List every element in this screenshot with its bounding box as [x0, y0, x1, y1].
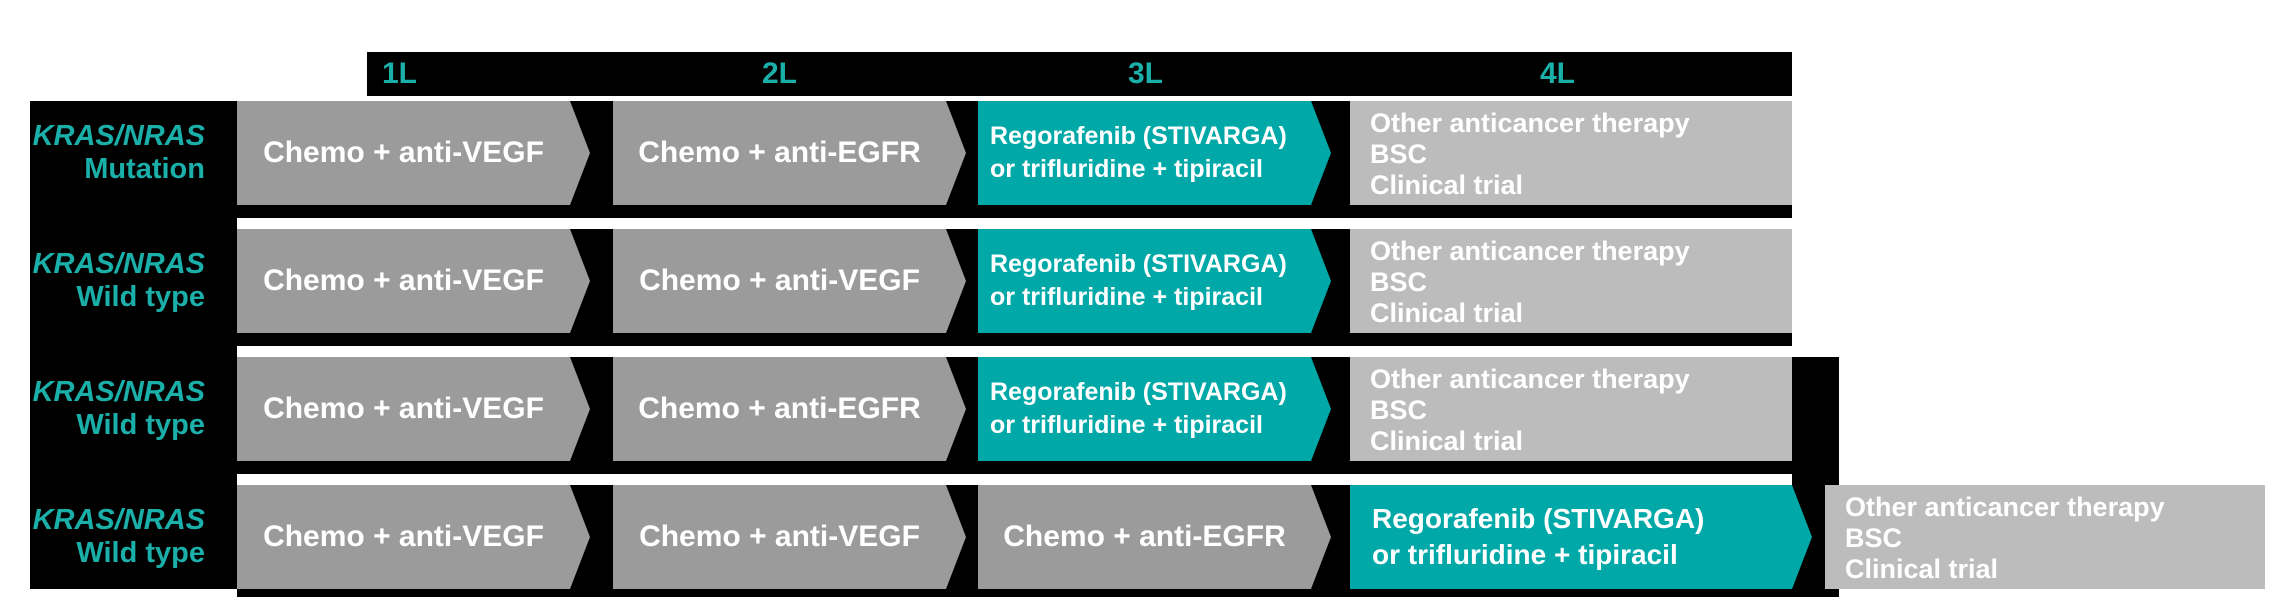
- therapy-box-3l: Regorafenib (STIVARGA) or trifluridine +…: [978, 357, 1331, 461]
- therapy-box-2l: Chemo + anti-VEGF: [613, 229, 966, 333]
- status-label: Wild type: [76, 409, 205, 441]
- therapy-box-3l: Regorafenib (STIVARGA) or trifluridine +…: [978, 229, 1331, 333]
- therapy-box-1l: Chemo + anti-VEGF: [237, 357, 590, 461]
- therapy-box-2l: Chemo + anti-VEGF: [613, 485, 966, 589]
- therapy-box-4l: Other anticancer therapy BSC Clinical tr…: [1350, 101, 1792, 205]
- therapy-box-1l: Chemo + anti-VEGF: [237, 229, 590, 333]
- therapy-box-1l: Chemo + anti-VEGF: [237, 101, 590, 205]
- therapy-label: Chemo + anti-EGFR: [638, 392, 921, 425]
- therapy-box-1l: Chemo + anti-VEGF: [237, 485, 590, 589]
- mutation-status-column-background: [30, 101, 237, 589]
- therapy-box-2l: Chemo + anti-EGFR: [613, 357, 966, 461]
- gene-label: KRAS/NRAS: [32, 120, 205, 152]
- therapy-box-4l: Regorafenib (STIVARGA) or trifluridine +…: [1350, 485, 1812, 589]
- therapy-box-2l: Chemo + anti-EGFR: [613, 101, 966, 205]
- therapy-label: Chemo + anti-VEGF: [639, 520, 920, 553]
- therapy-label: Chemo + anti-EGFR: [1003, 520, 1286, 553]
- therapy-label-line3: Clinical trial: [1370, 298, 1524, 328]
- therapy-label: Chemo + anti-VEGF: [639, 264, 920, 297]
- column-header-4l: 4L: [1540, 57, 1576, 90]
- row-label-wild-type: KRAS/NRAS Wild type: [30, 376, 205, 442]
- therapy-label-line1: Other anticancer therapy: [1370, 236, 1690, 266]
- therapy-label-line1: Regorafenib (STIVARGA): [1372, 503, 1705, 534]
- therapy-label-line1: Regorafenib (STIVARGA): [990, 122, 1287, 150]
- therapy-label-line3: Clinical trial: [1845, 554, 1999, 584]
- column-header-1l: 1L: [382, 57, 418, 90]
- column-header-2l: 2L: [762, 57, 798, 90]
- therapy-label: Chemo + anti-VEGF: [263, 136, 544, 169]
- therapy-label: Chemo + anti-VEGF: [263, 520, 544, 553]
- row-label-mutation: KRAS/NRAS Mutation: [30, 120, 205, 186]
- therapy-label-line2: BSC: [1370, 395, 1428, 425]
- gene-label: KRAS/NRAS: [32, 504, 205, 536]
- therapy-box-3l: Chemo + anti-EGFR: [978, 485, 1331, 589]
- gene-label: KRAS/NRAS: [32, 376, 205, 408]
- therapy-label: Chemo + anti-VEGF: [263, 264, 544, 297]
- status-label: Mutation: [84, 153, 205, 185]
- therapy-label-line1: Other anticancer therapy: [1370, 108, 1690, 138]
- therapy-box-4l: Other anticancer therapy BSC Clinical tr…: [1350, 357, 1792, 461]
- therapy-label-line1: Other anticancer therapy: [1370, 364, 1690, 394]
- therapy-label-line1: Other anticancer therapy: [1845, 492, 2165, 522]
- line-header-band: [367, 52, 1792, 96]
- therapy-label: Chemo + anti-VEGF: [263, 392, 544, 425]
- row-label-wild-type: KRAS/NRAS Wild type: [30, 248, 205, 314]
- therapy-box-3l: Regorafenib (STIVARGA) or trifluridine +…: [978, 101, 1331, 205]
- therapy-label-line2: BSC: [1845, 523, 1903, 553]
- therapy-label-line3: Clinical trial: [1370, 170, 1524, 200]
- row-label-wild-type: KRAS/NRAS Wild type: [30, 504, 205, 570]
- therapy-label: Chemo + anti-EGFR: [638, 136, 921, 169]
- therapy-label-line2: BSC: [1370, 267, 1428, 297]
- therapy-label-line3: Clinical trial: [1370, 426, 1524, 456]
- column-header-3l: 3L: [1128, 57, 1164, 90]
- status-label: Wild type: [76, 281, 205, 313]
- therapy-box-4l: Other anticancer therapy BSC Clinical tr…: [1350, 229, 1792, 333]
- therapy-label-line1: Regorafenib (STIVARGA): [990, 250, 1287, 278]
- therapy-label-line2: or trifluridine + tipiracil: [990, 155, 1263, 183]
- therapy-label-line2: BSC: [1370, 139, 1428, 169]
- therapy-label-line1: Regorafenib (STIVARGA): [990, 378, 1287, 406]
- therapy-label-line2: or trifluridine + tipiracil: [1372, 539, 1678, 570]
- gene-label: KRAS/NRAS: [32, 248, 205, 280]
- therapy-label-line2: or trifluridine + tipiracil: [990, 411, 1263, 439]
- status-label: Wild type: [76, 537, 205, 569]
- therapy-box-5l: Other anticancer therapy BSC Clinical tr…: [1825, 485, 2265, 589]
- therapy-label-line2: or trifluridine + tipiracil: [990, 283, 1263, 311]
